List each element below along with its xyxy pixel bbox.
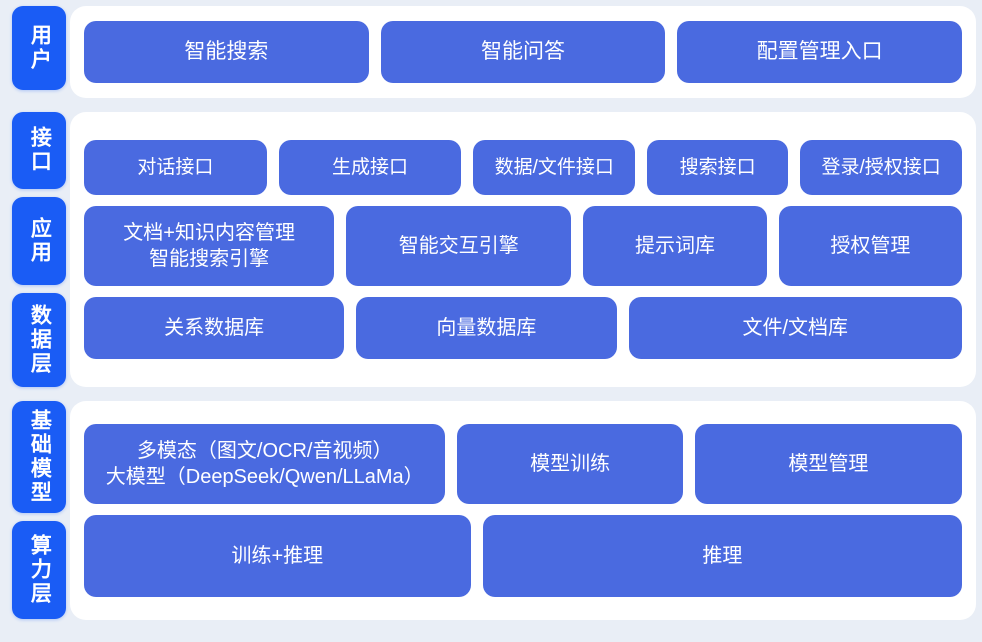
box-search-api[interactable]: 搜索接口: [647, 140, 789, 195]
tab-rail-base: 基础模型 算力层: [0, 401, 78, 620]
row-compute: 训练+推理 推理: [84, 515, 962, 597]
layer-tab-data-label: 数据层: [28, 303, 52, 376]
box-prompt-library[interactable]: 提示词库: [583, 206, 767, 286]
box-smart-qa[interactable]: 智能问答: [380, 21, 666, 83]
box-vector-database[interactable]: 向量数据库: [356, 297, 617, 359]
section-base: 基础模型 算力层 多模态（图文/OCR/音视频） 大模型（DeepSeek/Qw…: [0, 401, 976, 620]
box-config-management-entry[interactable]: 配置管理入口: [677, 21, 963, 83]
layer-tab-data[interactable]: 数据层: [12, 292, 66, 387]
panel-middle: 对话接口 生成接口 数据/文件接口 搜索接口 登录/授权接口 文档+知识内容管理…: [70, 112, 976, 387]
layer-tab-application[interactable]: 应用: [12, 196, 66, 285]
layer-tab-user-label: 用户: [28, 24, 52, 72]
layer-tab-interface[interactable]: 接口: [12, 112, 66, 189]
layer-tab-base-model[interactable]: 基础模型: [12, 401, 66, 513]
box-relational-database[interactable]: 关系数据库: [84, 297, 345, 359]
layer-tab-user[interactable]: 用户: [12, 6, 66, 90]
section-users: 用户 智能搜索 智能问答 配置管理入口: [0, 6, 976, 98]
tab-rail-users: 用户: [0, 6, 78, 98]
box-smart-search[interactable]: 智能搜索: [84, 21, 369, 83]
box-doc-knowledge-management[interactable]: 文档+知识内容管理 智能搜索引擎: [84, 206, 335, 286]
box-generation-api[interactable]: 生成接口: [278, 140, 462, 195]
layer-tab-application-label: 应用: [28, 216, 52, 265]
panel-base: 多模态（图文/OCR/音视频） 大模型（DeepSeek/Qwen/LLaMa）…: [70, 401, 976, 620]
row-interface: 对话接口 生成接口 数据/文件接口 搜索接口 登录/授权接口: [84, 140, 962, 195]
box-multimodal-large-model[interactable]: 多模态（图文/OCR/音视频） 大模型（DeepSeek/Qwen/LLaMa）: [84, 424, 446, 504]
box-smart-interaction-engine[interactable]: 智能交互引擎: [346, 206, 572, 286]
row-model: 多模态（图文/OCR/音视频） 大模型（DeepSeek/Qwen/LLaMa）…: [84, 424, 962, 504]
box-train-and-inference[interactable]: 训练+推理: [84, 515, 471, 597]
layer-tab-interface-label: 接口: [28, 126, 52, 175]
box-inference[interactable]: 推理: [482, 515, 962, 597]
row-user-entries: 智能搜索 智能问答 配置管理入口: [84, 21, 963, 83]
layer-tab-compute[interactable]: 算力层: [12, 521, 66, 619]
layer-tab-base-model-label: 基础模型: [28, 409, 52, 505]
box-data-file-api[interactable]: 数据/文件接口: [473, 140, 636, 195]
tab-rail-middle: 接口 应用 数据层: [0, 112, 78, 387]
row-application: 文档+知识内容管理 智能搜索引擎 智能交互引擎 提示词库 授权管理: [84, 206, 962, 286]
section-middle: 接口 应用 数据层 对话接口 生成接口 数据/文件接口 搜索接口 登录/授权接口…: [0, 112, 976, 387]
box-authorization-management[interactable]: 授权管理: [778, 206, 962, 286]
row-data: 关系数据库 向量数据库 文件/文档库: [84, 297, 963, 359]
layer-tab-compute-label: 算力层: [28, 534, 52, 606]
box-login-auth-api[interactable]: 登录/授权接口: [800, 140, 962, 195]
box-dialog-api[interactable]: 对话接口: [84, 140, 267, 195]
box-model-management[interactable]: 模型管理: [694, 424, 962, 504]
panel-users: 智能搜索 智能问答 配置管理入口: [70, 6, 976, 98]
box-model-training[interactable]: 模型训练: [457, 424, 683, 504]
box-file-document-store[interactable]: 文件/文档库: [628, 297, 963, 359]
